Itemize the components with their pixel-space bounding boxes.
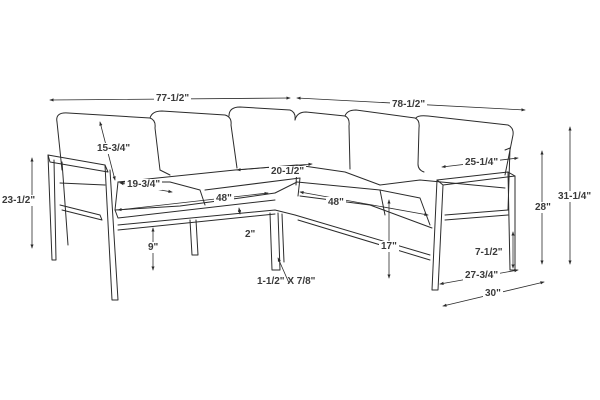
left-arm-frame xyxy=(47,154,119,301)
dim-seat-depth: 19-3/4" xyxy=(125,179,163,190)
dim-seat-cushion-thickness: 2" xyxy=(245,229,256,240)
right-arm-frame xyxy=(431,147,516,291)
dim-arm-depth: 27-3/4" xyxy=(463,270,501,281)
dim-overall-right-width: 78-1/2" xyxy=(390,99,428,110)
dim-overall-height: 31-1/4" xyxy=(556,191,594,202)
dim-seat-height: 17" xyxy=(379,241,399,252)
seat-cushions xyxy=(114,164,506,229)
dim-back-cushion-height: 15-3/4" xyxy=(95,143,133,154)
dim-back-height: 28" xyxy=(533,202,553,213)
dim-corner-seat-width: 20-1/2" xyxy=(269,166,307,177)
dim-arm-to-back-depth: 25-1/4" xyxy=(463,157,501,168)
dim-leg-clearance: 9" xyxy=(146,242,161,253)
dim-left-seat-width: 48" xyxy=(214,193,234,204)
back-cushions xyxy=(56,106,514,176)
dim-right-seat-width: 48" xyxy=(326,197,346,208)
dim-arm-height: 23-1/2" xyxy=(0,195,38,206)
dim-arm-leg-height: 7-1/2" xyxy=(473,247,505,258)
dim-leg-size: 1-1/2" X 7/8" xyxy=(257,276,316,287)
dim-overall-depth: 30" xyxy=(483,288,503,299)
base-frame xyxy=(117,209,431,271)
dim-overall-left-width: 77-1/2" xyxy=(154,93,192,104)
